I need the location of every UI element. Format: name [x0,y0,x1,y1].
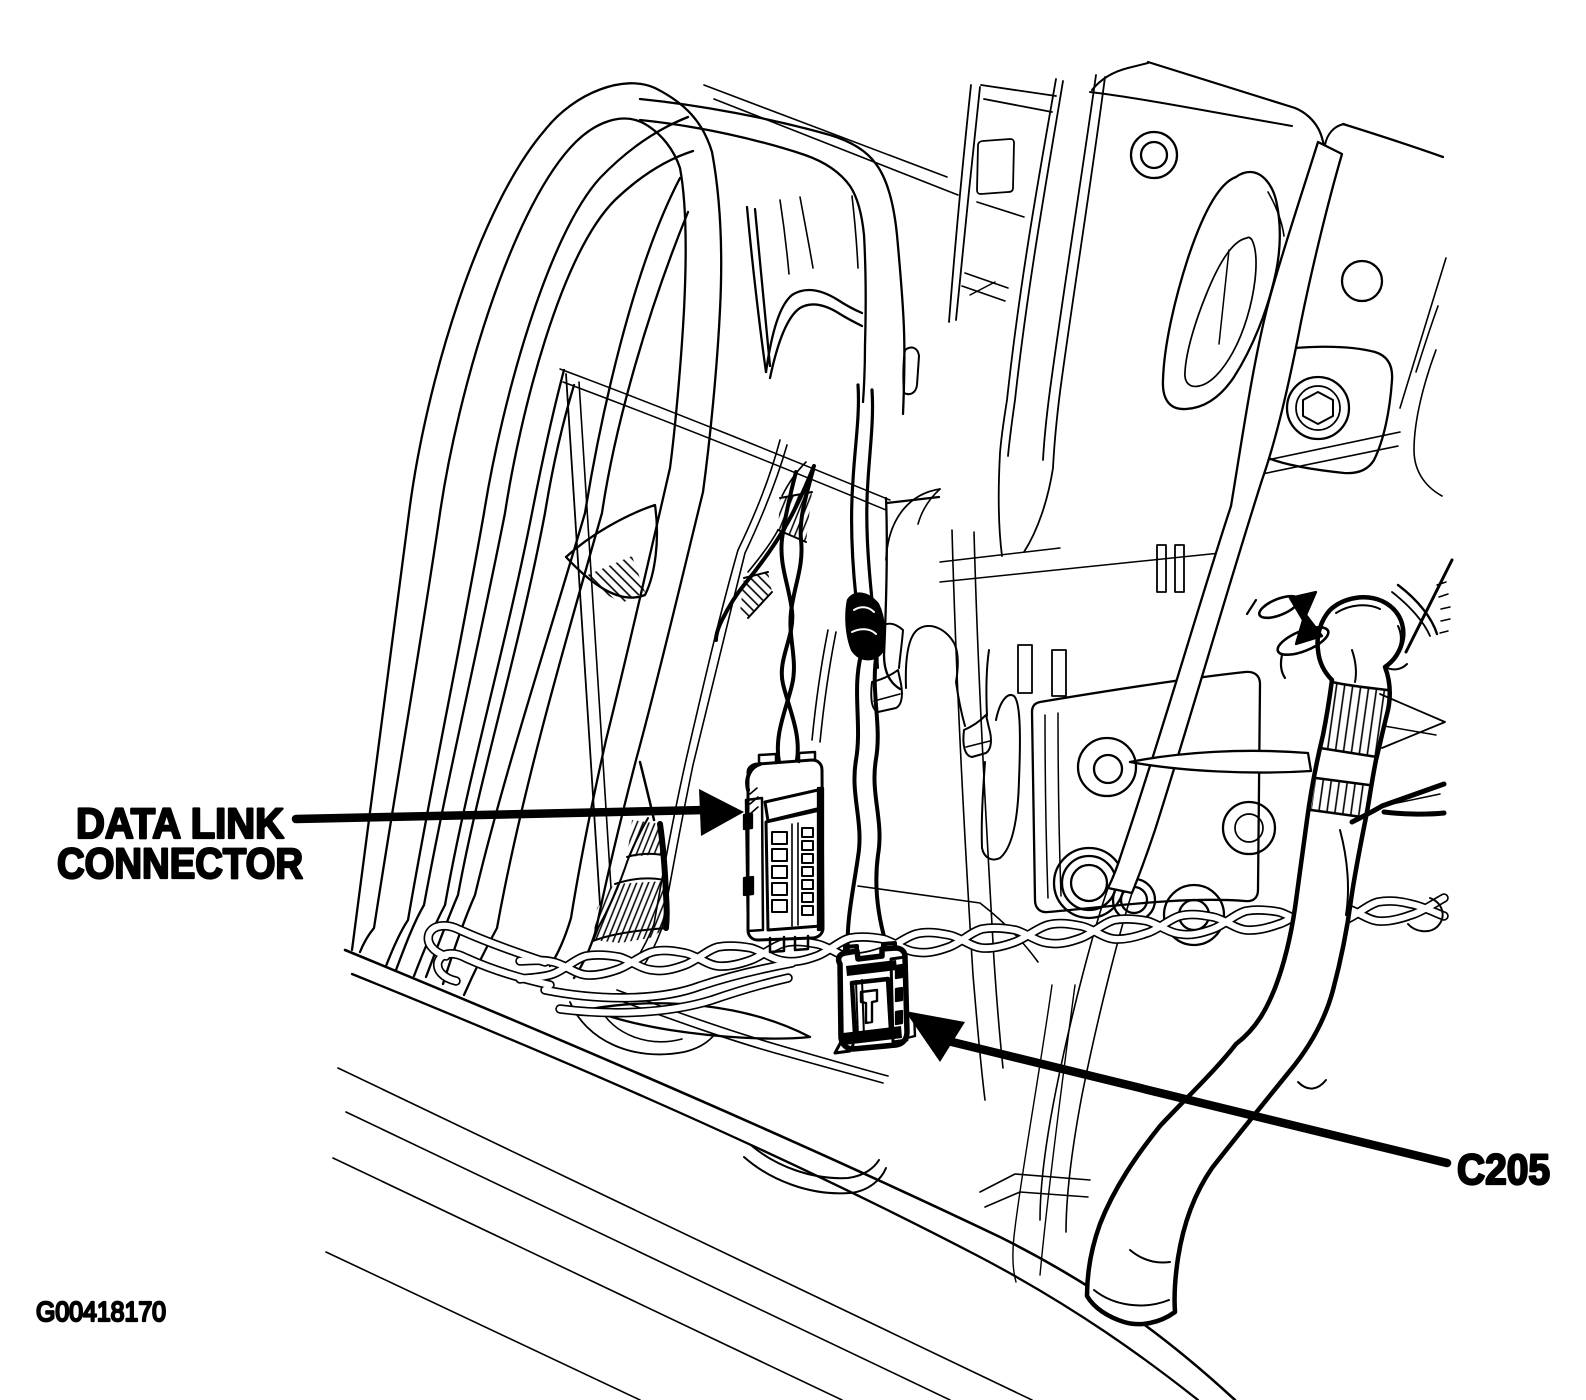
svg-text:G00418170: G00418170 [36,1296,166,1327]
svg-text:CONNECTOR: CONNECTOR [57,840,303,888]
svg-text:C205: C205 [1457,1146,1550,1194]
svg-text:DATA LINK: DATA LINK [76,800,284,848]
